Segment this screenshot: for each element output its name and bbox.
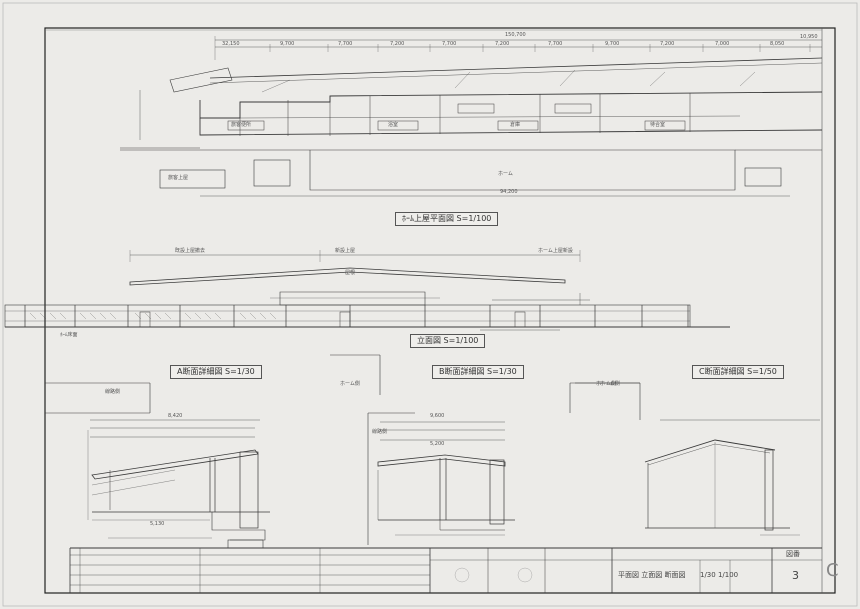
plan-dimension: 7,200 (660, 41, 675, 47)
plan-view-title: ﾎｰﾑ上屋平面図 S=1/100 (395, 212, 499, 226)
title-sheet-number: 3 (792, 569, 799, 582)
plan-dimension: 7,700 (442, 41, 457, 47)
plan-dimension: 7,200 (390, 41, 405, 47)
section-a (45, 354, 381, 549)
plan-dimension: 7,700 (338, 41, 353, 47)
plan-room-label: 浴室 (388, 122, 399, 128)
plan-dimension: 9,700 (280, 41, 295, 47)
elevation-label: ホーム上屋新設 (538, 248, 573, 254)
plan-room-label: 倉庫 (510, 122, 521, 128)
section-a-dimension: 5,130 (150, 521, 165, 527)
plan-dimension: 7,700 (548, 41, 563, 47)
title-drawing-name: 平面図 立面図 断面図 (618, 571, 686, 579)
plan-dimension: 8,050 (770, 41, 785, 47)
elevation-roof-label: 屋根 (345, 270, 356, 276)
elevation-label: 既設上屋撤去 (175, 248, 206, 254)
plan-view (120, 36, 823, 197)
section-b-right-label: ホーム側 (600, 381, 620, 387)
title-sheet-label: 図番 (786, 550, 800, 558)
elevation-view (4, 250, 730, 331)
plan-dimension: 7,200 (495, 41, 510, 47)
section-a-right-label: ホーム側 (340, 381, 360, 387)
section-b-left-label: 線路側 (372, 429, 388, 435)
elevation-left-label: ﾎｰﾑ床面 (60, 332, 78, 338)
plan-platform-label: ホーム (498, 171, 513, 177)
plan-room-label: 待合室 (650, 122, 666, 128)
section-b-title: B断面詳細図 S=1/30 (432, 365, 524, 379)
plan-dimension: 9,700 (605, 41, 620, 47)
plan-room-label: 旅客便所 (231, 122, 252, 128)
title-revision: C (826, 560, 839, 581)
section-a-title: A断面詳細図 S=1/30 (170, 365, 262, 379)
title-scale: 1/30 1/100 (700, 571, 739, 579)
drawing-frame (44, 27, 836, 594)
section-a-dimension: 8,420 (168, 413, 183, 419)
section-c-title: C断面詳細図 S=1/50 (692, 365, 784, 379)
elevation-title: 立面図 S=1/100 (410, 334, 486, 348)
elevation-label: 新設上屋 (335, 248, 356, 254)
plan-room-label: 旅客上屋 (168, 175, 189, 181)
section-c (575, 382, 820, 536)
section-b-dimension: 9,600 (430, 413, 445, 419)
section-a-left-label: 線路側 (105, 389, 121, 395)
plan-dimension: 7,000 (715, 41, 730, 47)
section-b-dimension: 5,200 (430, 441, 445, 447)
title-block (69, 547, 822, 593)
plan-dimension: 10,950 (800, 34, 818, 40)
section-c-left-label: ホーム側 (596, 381, 616, 387)
plan-dimension: 32,150 (222, 41, 240, 47)
plan-total-dimension: 150,700 (505, 32, 526, 38)
plan-bottom-dimension: 94,200 (500, 189, 518, 195)
section-b (367, 382, 640, 545)
